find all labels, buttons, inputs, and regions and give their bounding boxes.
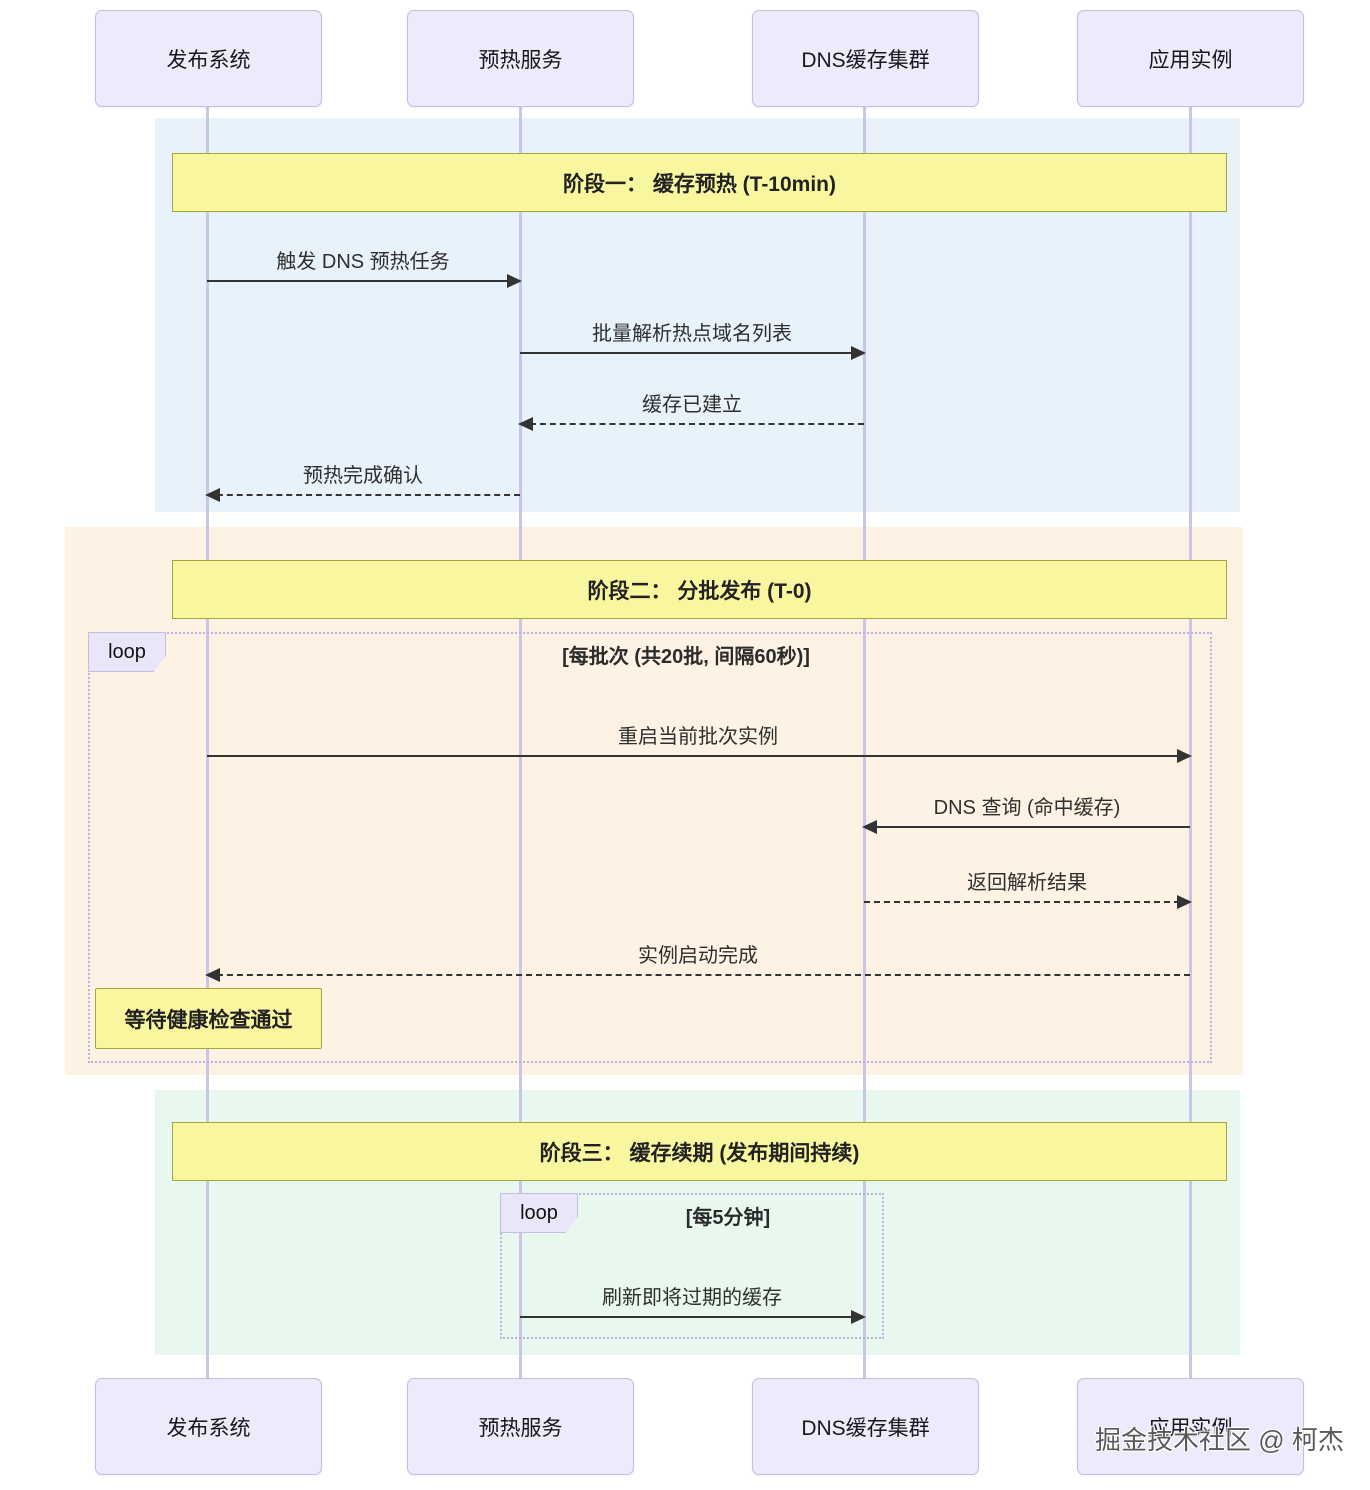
phase1-title: 阶段一： 缓存预热 (T-10min) <box>562 172 836 196</box>
phase3-banner: 阶段三： 缓存续期 (发布期间持续) <box>172 1122 1227 1181</box>
lifeline-dns-cache-cluster <box>863 105 866 1380</box>
actor-label: 预热服务 <box>478 48 563 72</box>
note-health-check: 等待健康检查通过 <box>95 988 322 1049</box>
message-label: 刷新即将过期的缓存 <box>602 1287 782 1309</box>
actor-bottom-app-instance: 应用实例 <box>1077 1378 1304 1475</box>
lifeline-prewarm-service <box>519 105 522 1380</box>
actor-label: 预热服务 <box>478 1416 563 1440</box>
actor-bottom-dns-cache-cluster: DNS缓存集群 <box>752 1378 979 1475</box>
phase2-title: 阶段二： 分批发布 (T-0) <box>587 579 812 603</box>
watermark: 掘金技术社区 @ 柯杰 <box>1095 1425 1344 1455</box>
loop2-condition: [每5分钟] <box>685 1207 771 1229</box>
actor-label: 应用实例 <box>1148 48 1233 72</box>
message-arrow <box>518 417 864 431</box>
message-label: 批量解析热点域名列表 <box>592 323 792 345</box>
phase1-banner: 阶段一： 缓存预热 (T-10min) <box>172 153 1227 212</box>
loop-frame-batch-release: loop <box>88 632 1212 1063</box>
actor-top-release-system: 发布系统 <box>95 10 322 107</box>
message-arrow <box>207 749 1192 763</box>
actor-top-app-instance: 应用实例 <box>1077 10 1304 107</box>
actor-bottom-release-system: 发布系统 <box>95 1378 322 1475</box>
message-arrow <box>207 274 522 288</box>
loop-label: loop <box>108 640 146 663</box>
message-label: 实例启动完成 <box>638 945 758 967</box>
lifeline-app-instance <box>1189 105 1192 1380</box>
actor-label: 发布系统 <box>166 48 251 72</box>
loop-tab: loop <box>500 1193 578 1233</box>
message-label: 预热完成确认 <box>303 465 423 487</box>
message-label: DNS 查询 (命中缓存) <box>933 797 1121 819</box>
actor-label: 发布系统 <box>166 1416 251 1440</box>
phase2-banner: 阶段二： 分批发布 (T-0) <box>172 560 1227 619</box>
actor-label: DNS缓存集群 <box>801 1416 930 1440</box>
message-label: 缓存已建立 <box>642 394 742 416</box>
actor-label: DNS缓存集群 <box>801 48 930 72</box>
message-arrow <box>205 488 520 502</box>
loop-label: loop <box>520 1201 558 1224</box>
note-text: 等待健康检查通过 <box>124 1008 293 1032</box>
actor-top-dns-cache-cluster: DNS缓存集群 <box>752 10 979 107</box>
loop1-condition: [每批次 (共20批, 间隔60秒)] <box>562 646 810 668</box>
actor-top-prewarm-service: 预热服务 <box>407 10 634 107</box>
message-arrow <box>520 1310 866 1324</box>
message-arrow <box>205 968 1190 982</box>
actor-label: 应用实例 <box>1148 1416 1233 1440</box>
message-label: 重启当前批次实例 <box>618 726 778 748</box>
loop-frame-refresh: loop <box>500 1193 884 1339</box>
phase3-title: 阶段三： 缓存续期 (发布期间持续) <box>539 1141 860 1165</box>
message-label: 返回解析结果 <box>967 872 1087 894</box>
lifeline-release-system <box>206 105 209 1380</box>
message-label: 触发 DNS 预热任务 <box>276 251 450 273</box>
message-arrow <box>864 895 1192 909</box>
actor-bottom-prewarm-service: 预热服务 <box>407 1378 634 1475</box>
message-arrow <box>520 346 866 360</box>
loop-tab: loop <box>88 632 166 672</box>
message-arrow <box>862 820 1190 834</box>
